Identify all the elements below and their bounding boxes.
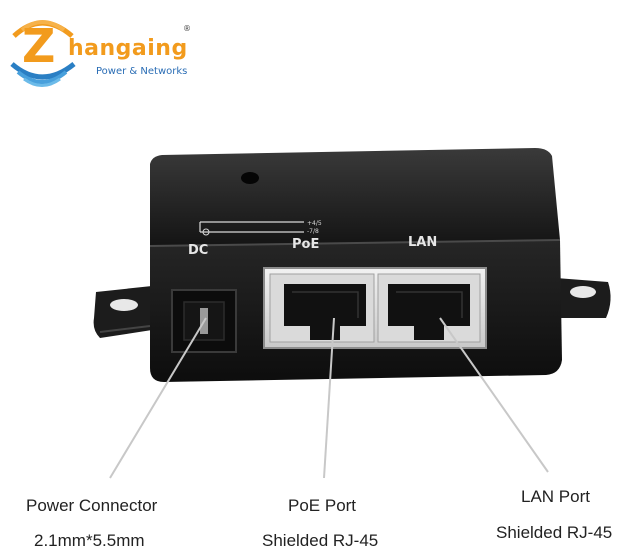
mount-hole-right-icon: [570, 286, 596, 298]
logo-tagline: Power & Networks: [96, 66, 188, 77]
caption-lan-title: LAN Port: [521, 487, 590, 506]
logo-brand-name: hangaing: [68, 36, 188, 61]
leader-line-lan: [439, 317, 549, 473]
pin-note-2: -7/8: [307, 228, 319, 235]
caption-power-title: Power Connector: [26, 496, 158, 515]
print-label-poe: PoE: [292, 237, 319, 252]
mounting-ear-right: [556, 278, 611, 318]
logo-letter: Z: [22, 19, 55, 73]
print-label-lan: LAN: [408, 235, 437, 250]
caption-poe-detail: Shielded RJ-45: [262, 531, 379, 550]
lan-port-socket: [388, 284, 470, 340]
led-hole-icon: [241, 172, 259, 184]
caption-lan-detail: Shielded RJ-45: [496, 523, 613, 542]
mounting-ear-left: [93, 286, 152, 338]
mount-hole-left-icon: [110, 299, 138, 311]
logo-wave-icon: Z: [10, 19, 76, 87]
poe-port-socket: [284, 284, 366, 340]
leader-line-power: [109, 317, 207, 479]
brand-logo: Z hangaing ® Power & Networks: [2, 2, 202, 94]
caption-power-detail: 2.1mm*5.5mm: [34, 531, 145, 550]
caption-poe-title: PoE Port: [288, 496, 357, 515]
leader-line-poe: [323, 317, 335, 479]
pin-diagram: +4/5 -7/8: [199, 220, 322, 236]
logo-registered-mark: ®: [183, 24, 191, 33]
pin-note-1: +4/5: [307, 220, 322, 227]
print-label-dc: DC: [188, 243, 208, 258]
